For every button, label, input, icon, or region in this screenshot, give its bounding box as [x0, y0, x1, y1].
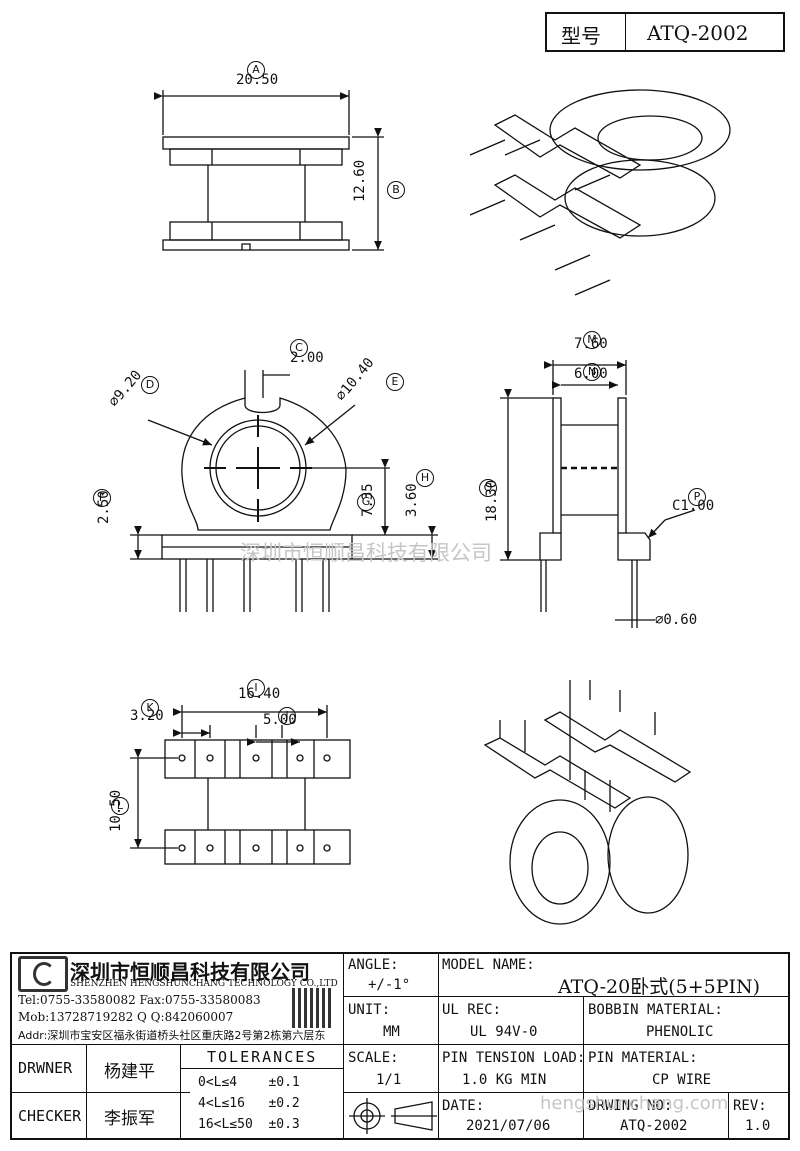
bobbin-label: BOBBIN MATERIAL:	[588, 1002, 723, 1018]
dim-value-i: 16.40	[238, 686, 281, 702]
model-label: 型号	[561, 24, 601, 48]
model-name-label: MODEL NAME:	[442, 957, 535, 973]
side-view	[130, 370, 438, 612]
dim-value-f: 2.50	[96, 490, 112, 524]
dim-value-l: 10.50	[108, 789, 124, 832]
dim-value-c: 2.00	[290, 350, 324, 366]
dim-value-k: 3.20	[130, 708, 164, 724]
dim-letter-m: M	[583, 331, 601, 349]
dim-letter-j: J	[278, 707, 296, 725]
dim-value-pin-diameter: ⌀0.60	[655, 612, 698, 628]
dim-value-g: 7.35	[360, 483, 376, 517]
company-name-cn: 深圳市恒顺昌科技有限公司	[70, 960, 310, 984]
dim-letter-e: E	[386, 373, 404, 391]
isometric-view-top	[469, 89, 731, 296]
company-tel-fax: Tel:0755-33580082 Fax:0755-33580083	[18, 993, 261, 1007]
dim-value-b: 12.60	[352, 159, 368, 202]
drawing-views	[130, 89, 731, 925]
dim-value-a: 20.50	[236, 72, 279, 88]
date-value: 2021/07/06	[466, 1118, 551, 1134]
dim-letter-i: I	[247, 679, 265, 697]
model-value: ATQ-2002	[647, 21, 749, 45]
drawer-label: DRWNER	[18, 1059, 73, 1077]
company-name-en: SHENZHEN HENGSHUNCHANG TECHNOLOGY CO.,LT…	[70, 979, 338, 989]
unit-label: UNIT:	[348, 1002, 391, 1018]
model-header: 型号 ATQ-2002	[545, 12, 785, 52]
pin-material-value: CP WIRE	[652, 1072, 712, 1088]
dim-letter-l: L	[111, 797, 129, 815]
pin-tension-label: PIN TENSION LOAD:	[442, 1050, 586, 1066]
dim-letter-n: N	[583, 363, 601, 381]
pin-tension-value: 1.0 KG MIN	[462, 1072, 547, 1088]
top-view	[130, 705, 351, 865]
ul-value: UL 94V-0	[470, 1024, 538, 1040]
angle-value: +/-1°	[368, 977, 411, 993]
company-mob-qq: Mob:13728719282 Q Q:842060007	[18, 1010, 234, 1024]
tolerance-3: 16<L≤50 ±0.3	[198, 1117, 300, 1132]
drawer-value: 杨建平	[104, 1062, 155, 1082]
company-logo	[18, 956, 68, 992]
dim-letter-f: F	[93, 489, 111, 507]
dim-letter-b: B	[387, 181, 405, 199]
dim-letter-g: G	[357, 493, 375, 511]
dim-value-o: 18.30	[484, 479, 500, 522]
scale-value: 1/1	[376, 1072, 402, 1088]
tolerances-title: TOLERANCES	[207, 1048, 318, 1066]
watermark-bottom: hengshunchang.com	[540, 1093, 729, 1114]
angle-label: ANGLE:	[348, 957, 399, 973]
dim-value-n: 6.00	[574, 366, 608, 382]
scale-label: SCALE:	[348, 1050, 399, 1066]
dim-letter-o: O	[479, 479, 497, 497]
dim-value-m: 7.60	[574, 336, 608, 352]
bobbin-value: PHENOLIC	[646, 1024, 714, 1040]
rev-value: 1.0	[745, 1118, 771, 1134]
dim-value-j: 5.00	[263, 712, 297, 728]
watermark-center: 深圳市恒顺昌科技有限公司	[240, 541, 492, 565]
checker-label: CHECKER	[18, 1107, 82, 1125]
drawing-no-label: DRWING NO:	[588, 1098, 673, 1114]
ul-label: UL REC:	[442, 1002, 502, 1018]
drawing-no-value: ATQ-2002	[620, 1118, 688, 1134]
pin-material-label: PIN MATERIAL:	[588, 1050, 698, 1066]
title-block	[10, 952, 790, 1140]
dim-letter-p: P	[688, 488, 706, 506]
profile-view	[500, 360, 696, 628]
tolerance-2: 4<L≤16 ±0.2	[198, 1096, 300, 1111]
front-view	[153, 90, 384, 251]
company-address: Addr:深圳市宝安区福永街道桥头社区重庆路2号第2栋第六层东	[18, 1029, 326, 1042]
qr-code	[292, 988, 332, 1028]
unit-value: MM	[383, 1024, 400, 1040]
dim-letter-c: C	[290, 339, 308, 357]
dim-letter-k: K	[141, 699, 159, 717]
isometric-view-bottom	[483, 680, 692, 925]
dim-value-h: 3.60	[404, 483, 420, 517]
rev-label: REV:	[733, 1098, 767, 1114]
dim-value-p: C1.00	[672, 498, 715, 514]
tolerance-1: 0<L≤4 ±0.1	[198, 1075, 300, 1090]
model-name-value: ATQ-20卧式(5+5PIN)	[558, 976, 761, 998]
dim-letter-d: D	[141, 376, 159, 394]
dim-letter-h: H	[416, 469, 434, 487]
checker-value: 李振军	[104, 1109, 155, 1129]
dim-letter-a: A	[247, 61, 265, 79]
date-label: DATE:	[442, 1098, 485, 1114]
projection-symbol-icon	[349, 1098, 437, 1134]
